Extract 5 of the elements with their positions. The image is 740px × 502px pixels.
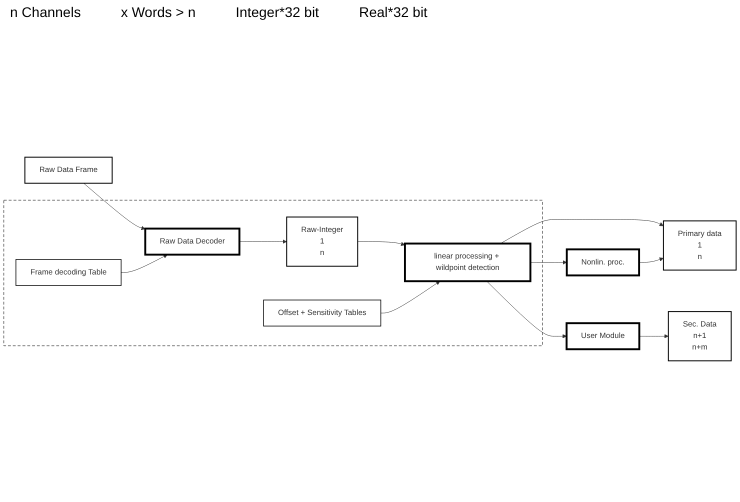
note-label: x Words > n	[120, 4, 196, 20]
note-label: n Channels	[10, 4, 81, 20]
note-label: Real*32 bit	[358, 4, 428, 20]
note-label: Integer*32 bit	[236, 4, 319, 20]
cluster	[4, 200, 543, 346]
